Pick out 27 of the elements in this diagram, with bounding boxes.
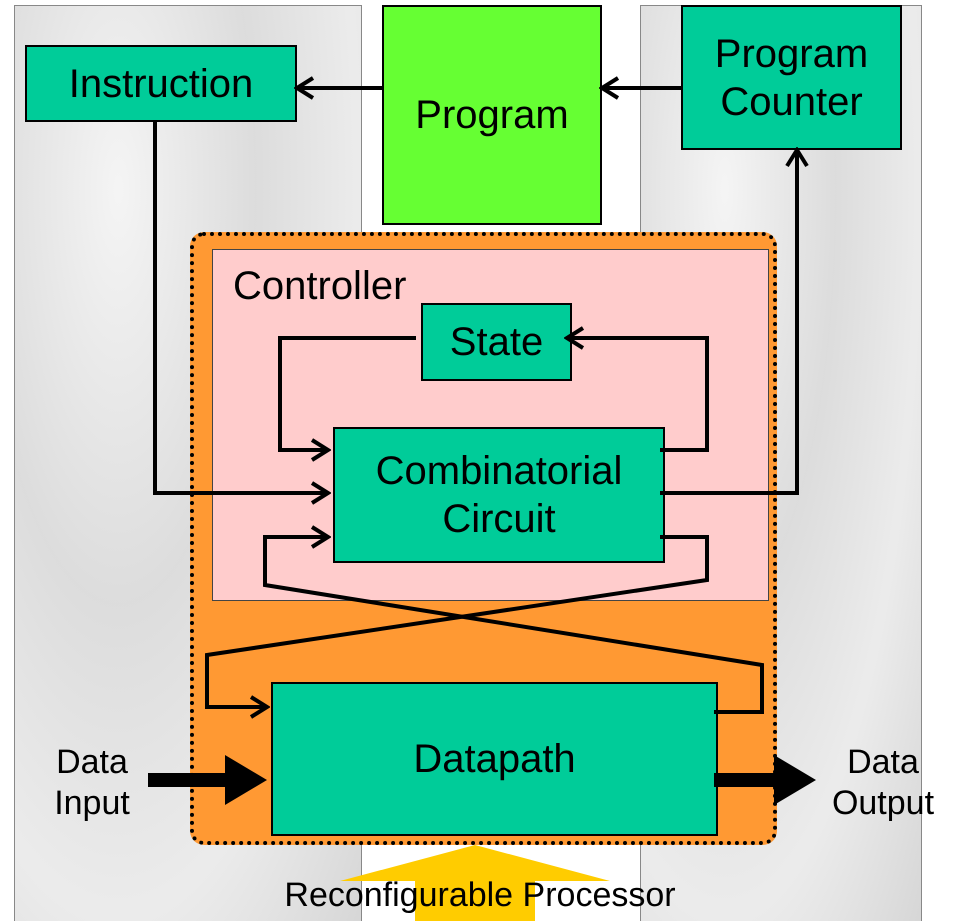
arrow [263,525,764,714]
arrow [295,76,382,100]
controller-region [212,249,769,601]
arrow [565,326,709,452]
process-box [681,5,902,150]
box-label: State [450,319,544,366]
processor-box [190,232,777,845]
process-box [333,427,665,563]
box-label: Program Counter [714,30,870,126]
box-label: Instruction [68,60,254,108]
io-label: Data Output [830,742,936,824]
io-label: Data Input [53,742,131,824]
arrow [153,122,330,505]
box-label: Datapath [413,736,576,783]
box-label: Combinatorial Circuit [374,448,624,543]
process-box [25,45,297,122]
thick-arrow [148,755,267,805]
arrow [660,148,809,495]
box-label: Program [415,92,569,139]
thick-arrow [714,755,816,805]
arrow [600,76,681,100]
process-box [421,303,572,381]
program-box [382,5,602,225]
box-label: Controller [233,263,406,310]
arrow [278,336,416,462]
process-box [271,682,718,836]
arrow [205,535,709,719]
